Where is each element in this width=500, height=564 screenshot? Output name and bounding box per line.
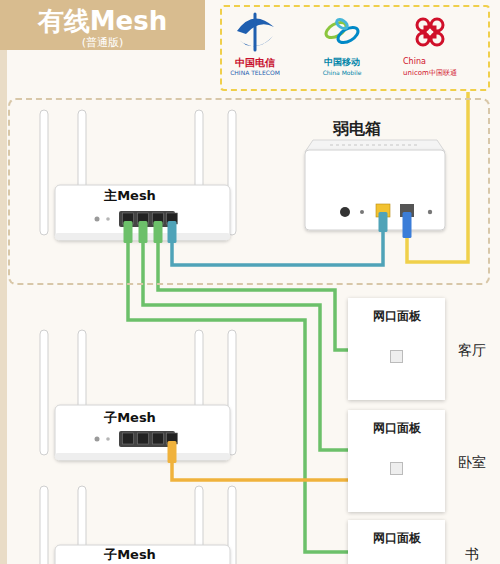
- router-body: [55, 405, 230, 460]
- node-label: 网口面板: [373, 532, 421, 546]
- cable-plug: [124, 221, 177, 463]
- wall-panel: 网口面板客厅: [348, 298, 495, 400]
- optical-modem: [305, 140, 445, 238]
- node-label: 子Mesh: [104, 411, 156, 426]
- telecom-logo: [237, 14, 274, 50]
- fiber-line: [407, 92, 468, 262]
- node-label: 主Mesh: [104, 189, 156, 204]
- room-label: 客厅: [458, 342, 486, 358]
- cable: [172, 232, 383, 265]
- logo-text: China Mobile: [323, 70, 362, 77]
- rj45-socket: [390, 462, 403, 475]
- room-label: 书: [465, 546, 479, 562]
- logo-text: 中国移动: [324, 57, 360, 67]
- wall-panel: 网口面板卧室: [348, 410, 495, 512]
- ethernet-cable: [172, 460, 348, 480]
- node-label: 网口面板: [373, 422, 421, 436]
- router: 子Mesh: [55, 405, 230, 460]
- ethernet-cable: [128, 240, 348, 552]
- frame-strip: [0, 50, 7, 564]
- node-label: 网口面板: [373, 310, 421, 324]
- logo-text: 中国电信: [235, 57, 275, 69]
- rj45-socket: [390, 350, 403, 363]
- logo-text: China: [403, 57, 426, 66]
- room-label: 卧室: [458, 454, 486, 470]
- logo-text: CHINA TELECOM: [230, 70, 280, 77]
- router-body: [55, 545, 230, 564]
- antenna: [40, 110, 236, 564]
- wall-panel: 网口面板书: [348, 520, 495, 564]
- node-label: 子Mesh: [104, 548, 156, 563]
- router: 子Mesh: [55, 545, 230, 564]
- header-band: [0, 0, 205, 50]
- cabinet-box: 主Mesh 弱电箱: [8, 98, 490, 285]
- title: 有线Mesh: [0, 4, 205, 39]
- logo-text: unicom中国联通: [403, 69, 457, 77]
- node-label: 弱电箱: [333, 120, 381, 138]
- subtitle: (普通版): [0, 35, 205, 50]
- mobile-logo: [323, 18, 360, 46]
- isp-box: 中国电信CHINA TELECOM 中国移动 China Mobile China un…: [220, 5, 490, 91]
- unicom-logo: [417, 19, 443, 45]
- ethernet-cable: [143, 240, 348, 450]
- router: 主Mesh: [55, 185, 230, 240]
